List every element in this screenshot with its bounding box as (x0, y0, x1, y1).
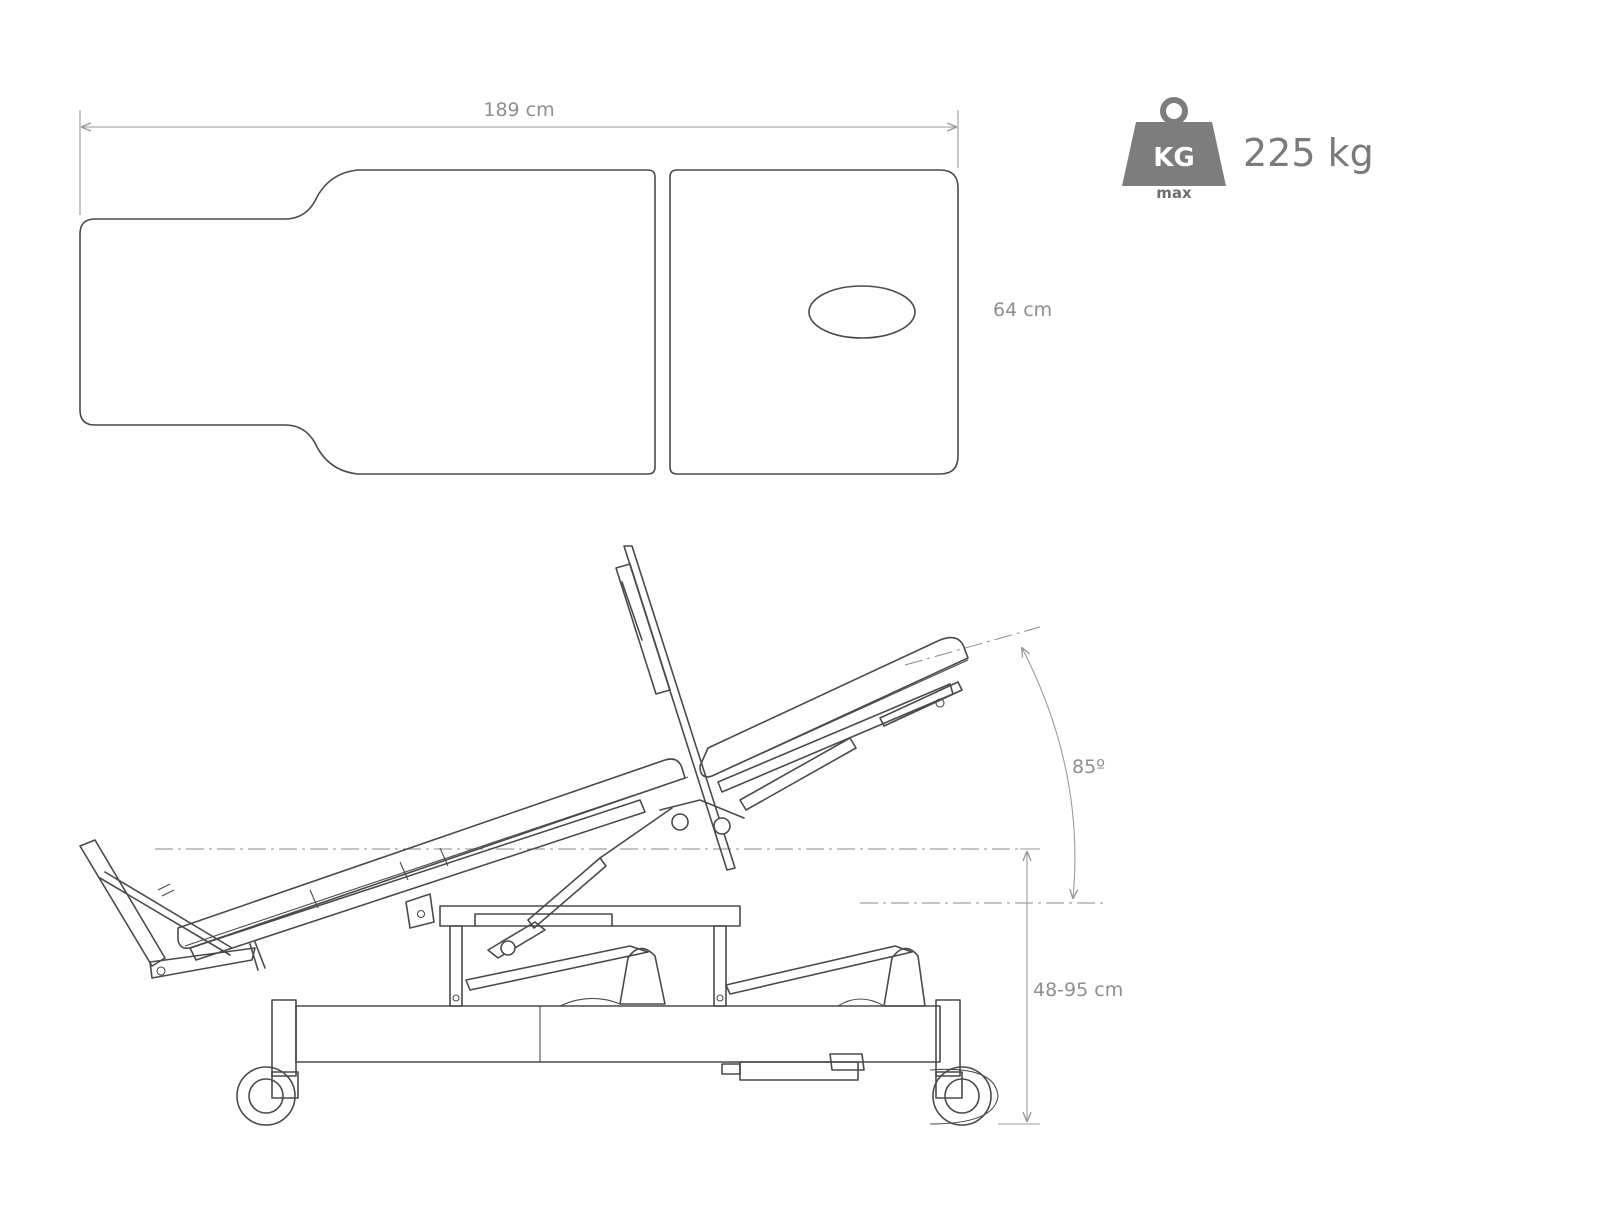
angle-label: 85º (1072, 756, 1105, 778)
lift-carriage (439, 905, 741, 1007)
height-dimension: 48-95 cm (998, 848, 1123, 1125)
length-label: 189 cm (483, 99, 554, 121)
weight-icon-qualifier: max (1156, 184, 1192, 202)
top-head-section (669, 169, 959, 475)
castor-left (236, 1066, 299, 1126)
angle-dimension: 85º (1022, 648, 1105, 898)
castor-right (929, 1066, 999, 1126)
backrest-section (699, 636, 969, 811)
top-body-section (79, 169, 656, 475)
motor-unit (721, 1053, 865, 1081)
face-hole (808, 285, 916, 339)
capacity-badge: KG max 225 kg (1122, 97, 1374, 202)
base-frame (271, 999, 961, 1077)
side-view: 85º 48-95 cm (79, 545, 1123, 1126)
seat-bracket (405, 893, 435, 929)
max-load-label: 225 kg (1243, 131, 1374, 175)
lift-arms (465, 945, 926, 1007)
weight-icon-unit: KG (1153, 143, 1195, 173)
backrest-axis-line (904, 626, 1041, 666)
length-dimension: 189 cm (79, 99, 959, 215)
seat-section (177, 758, 689, 971)
width-label: 64 cm (993, 299, 1052, 321)
height-label: 48-95 cm (1033, 979, 1123, 1001)
side-plate (615, 545, 736, 871)
hinge-knobs (659, 799, 745, 835)
leg-rest (79, 839, 256, 979)
top-view: 189 cm 64 cm (79, 99, 1052, 475)
weight-icon: KG max (1122, 97, 1226, 202)
